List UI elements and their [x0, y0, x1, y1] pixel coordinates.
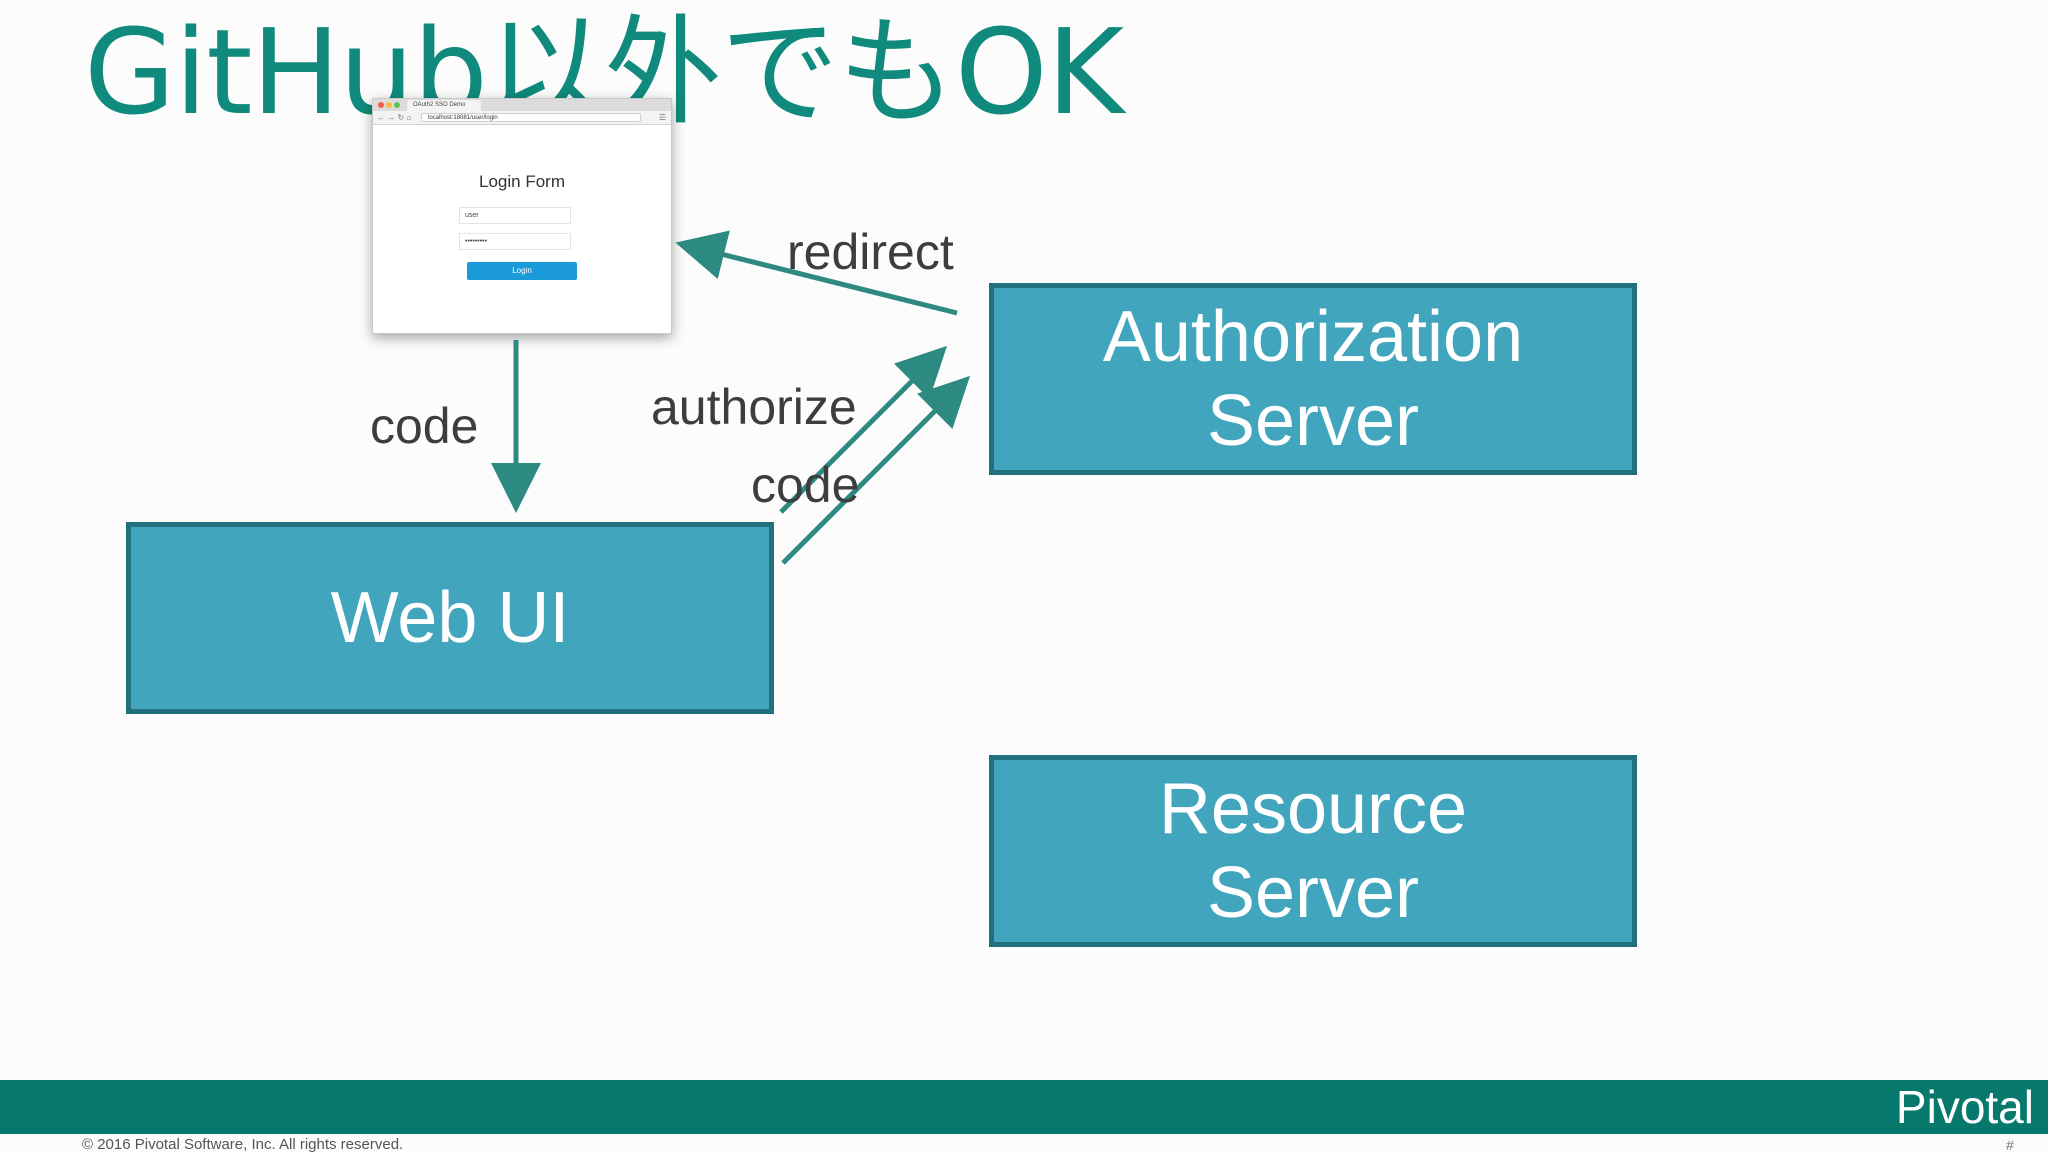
password-field[interactable]: ••••••••• [459, 233, 571, 250]
arrow-code-to-authz [781, 375, 971, 565]
edge-label-authorize: authorize [651, 379, 857, 435]
authorization-server-box: Authorization Server [989, 283, 1637, 475]
browser-tab-bar: OAuth2 SSO Demo [373, 99, 671, 111]
resource-server-label-line2: Server [1206, 853, 1420, 933]
browser-tab[interactable]: OAuth2 SSO Demo [407, 100, 481, 111]
authorization-server-label-line1: Authorization [1102, 297, 1524, 377]
maximize-window-icon[interactable] [394, 102, 400, 108]
arrow-authorize [779, 345, 948, 514]
url-bar[interactable]: localhost:18081/user/login [421, 113, 641, 122]
edge-label-code-to-webui: code [370, 398, 479, 454]
username-field[interactable]: user [459, 207, 571, 224]
edge-label-redirect: redirect [787, 224, 954, 280]
login-button[interactable]: Login [467, 262, 577, 280]
authorization-server-label-line2: Server [1206, 381, 1420, 461]
copyright-text: © 2016 Pivotal Software, Inc. All rights… [82, 1136, 404, 1152]
brand-logo: Pivotal [1895, 1081, 2034, 1133]
minimize-window-icon[interactable] [386, 102, 392, 108]
arrow-redirect [675, 230, 958, 316]
login-form-title: Login Form [479, 172, 565, 191]
resource-server-box: Resource Server [989, 755, 1637, 947]
page-number: # [2006, 1137, 2014, 1152]
footer-bar: Pivotal [0, 1080, 2048, 1134]
browser-nav-icons[interactable]: ← → ↻ ⌂ [377, 113, 412, 122]
web-ui-box: Web UI [126, 522, 774, 714]
close-window-icon[interactable] [378, 102, 384, 108]
login-browser-window: OAuth2 SSO Demo ← → ↻ ⌂ localhost:18081/… [372, 98, 672, 334]
resource-server-label-line1: Resource [1158, 769, 1468, 849]
menu-icon[interactable]: ☰ [658, 113, 666, 122]
edge-label-code-to-authz: code [751, 457, 860, 513]
browser-toolbar: ← → ↻ ⌂ localhost:18081/user/login ☰ [373, 111, 671, 125]
web-ui-label: Web UI [330, 578, 570, 658]
